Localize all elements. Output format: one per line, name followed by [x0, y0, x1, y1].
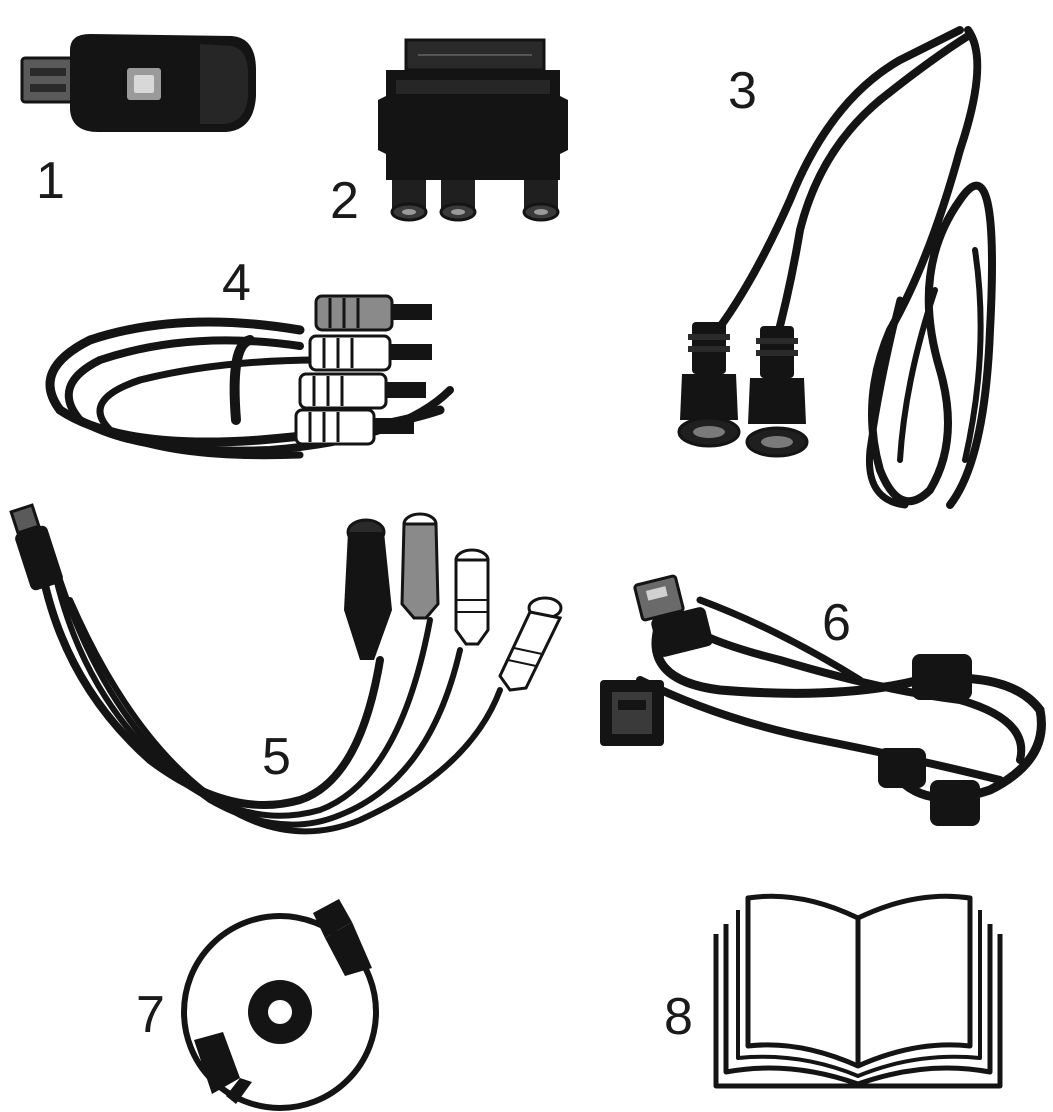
breakout-rca-red: [498, 596, 563, 692]
breakout-rca-grey: [400, 512, 440, 620]
manual-book-icon: [713, 893, 1003, 1089]
usb-stick-item: [20, 34, 256, 132]
label-4: 4: [222, 254, 251, 312]
cd-icon: [181, 899, 379, 1111]
scart-adapter-item: [378, 38, 568, 222]
label-3: 3: [728, 62, 757, 120]
label-5: 5: [262, 728, 291, 786]
usb-stick-plug: [20, 56, 76, 104]
label-6: 6: [822, 594, 851, 652]
label-7: 7: [136, 986, 165, 1044]
label-1: 1: [36, 152, 65, 210]
scart-rca-sockets: [390, 180, 560, 222]
breakout-svideo-socket: [344, 518, 392, 660]
breakout-rca-white: [454, 548, 490, 646]
svideo-plug-right: [745, 326, 809, 458]
svideo-plug-left: [677, 322, 741, 448]
svideo-cable-item: [706, 26, 996, 509]
usb-ferrite-cores: [878, 654, 980, 826]
label-2: 2: [330, 172, 359, 230]
rca-plugs: [294, 294, 432, 446]
scart-adapter-body: [378, 70, 568, 180]
label-8: 8: [664, 988, 693, 1046]
breakout-mini-din-plug: [9, 503, 63, 591]
breakout-cable-item: [36, 556, 503, 835]
usb-a-plug: [633, 574, 713, 657]
usb-a-socket: [600, 680, 664, 746]
